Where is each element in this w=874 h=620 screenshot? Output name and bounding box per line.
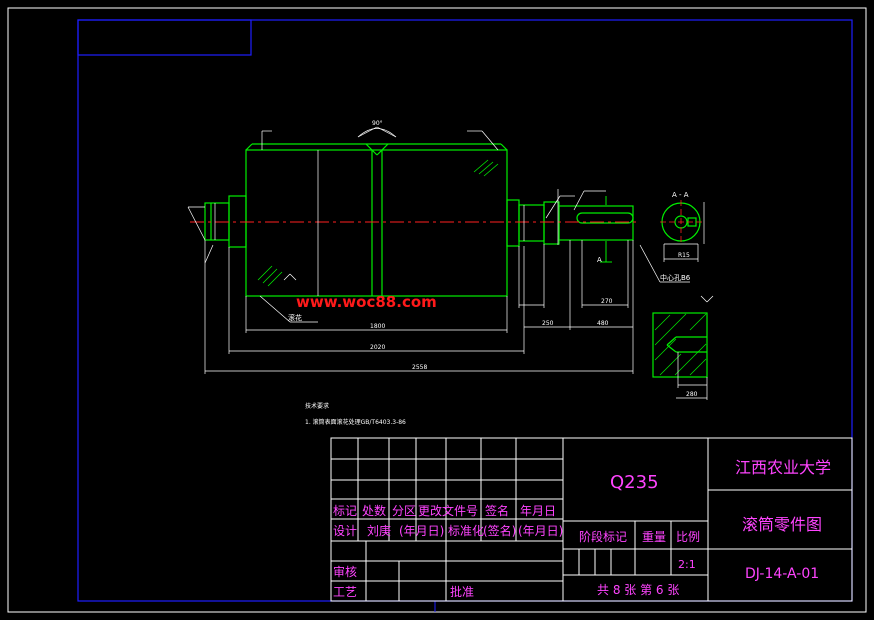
knurl-label: 滚花 bbox=[288, 313, 302, 322]
dim-1800: 1800 bbox=[370, 323, 385, 330]
header-sign: 签名 bbox=[485, 503, 509, 518]
dim-2558: 2558 bbox=[412, 364, 427, 371]
review-label: 审核 bbox=[333, 564, 357, 579]
angle-label: 90° bbox=[372, 120, 383, 127]
dim-280: 280 bbox=[686, 391, 698, 398]
corner-label-box bbox=[77, 19, 252, 56]
right-collar bbox=[543, 201, 560, 245]
dim-480: 480 bbox=[597, 320, 609, 327]
tech-req-line: 1. 滚筒表面滚花处理GB/T6403.3-86 bbox=[305, 418, 406, 426]
part-name: 滚筒零件图 bbox=[742, 515, 822, 534]
center-hole-label: 中心孔B6 bbox=[660, 273, 691, 282]
dim-2020: 2020 bbox=[370, 344, 385, 351]
right-shaft-2 bbox=[558, 205, 634, 241]
header-change-doc: 更改文件号 bbox=[418, 503, 478, 518]
roller-part bbox=[204, 143, 708, 378]
center-hole-detail bbox=[652, 312, 708, 378]
header-count: 处数 bbox=[362, 503, 386, 518]
dim-r15: R15 bbox=[678, 252, 690, 259]
outer-border bbox=[7, 7, 867, 613]
material-value: Q235 bbox=[610, 472, 659, 493]
tech-req-title: 技术要求 bbox=[305, 402, 329, 410]
watermark: www.woc88.com bbox=[296, 293, 437, 311]
stage-mark-label: 阶段标记 bbox=[579, 529, 627, 544]
weight-label: 重量 bbox=[642, 530, 666, 544]
header-mark: 标记 bbox=[333, 504, 357, 518]
designer-name: 刘庚 bbox=[367, 523, 391, 538]
header-date: 年月日 bbox=[520, 504, 556, 518]
title-block bbox=[330, 437, 853, 602]
dimension-lines bbox=[187, 126, 714, 400]
section-arrow-label: A bbox=[597, 256, 602, 264]
drum-body bbox=[245, 149, 508, 297]
standardize-label: 标准化 bbox=[448, 524, 484, 538]
scale-value: 2:1 bbox=[678, 558, 696, 571]
keyway bbox=[576, 212, 634, 224]
approve-label: 批准 bbox=[450, 584, 474, 599]
scale-label: 比例 bbox=[676, 530, 700, 544]
right-journal bbox=[506, 199, 520, 247]
section-marks bbox=[600, 196, 612, 263]
design-label: 设计 bbox=[333, 524, 357, 538]
drawing-number: DJ-14-A-01 bbox=[745, 566, 819, 582]
sheet-count: 共 8 张 第 6 张 bbox=[597, 583, 679, 597]
dim-270: 270 bbox=[601, 298, 613, 305]
process-label: 工艺 bbox=[333, 585, 357, 599]
design-date: (年月日) bbox=[399, 524, 444, 538]
institution-name: 江西农业大学 bbox=[735, 458, 831, 477]
header-zone: 分区 bbox=[392, 504, 416, 518]
dim-250: 250 bbox=[542, 320, 554, 327]
right-shaft-1 bbox=[518, 204, 545, 242]
standardize-date: (年月日) bbox=[518, 524, 563, 538]
standardize-sign: (签名) bbox=[483, 523, 516, 538]
section-label: A - A bbox=[672, 191, 689, 199]
